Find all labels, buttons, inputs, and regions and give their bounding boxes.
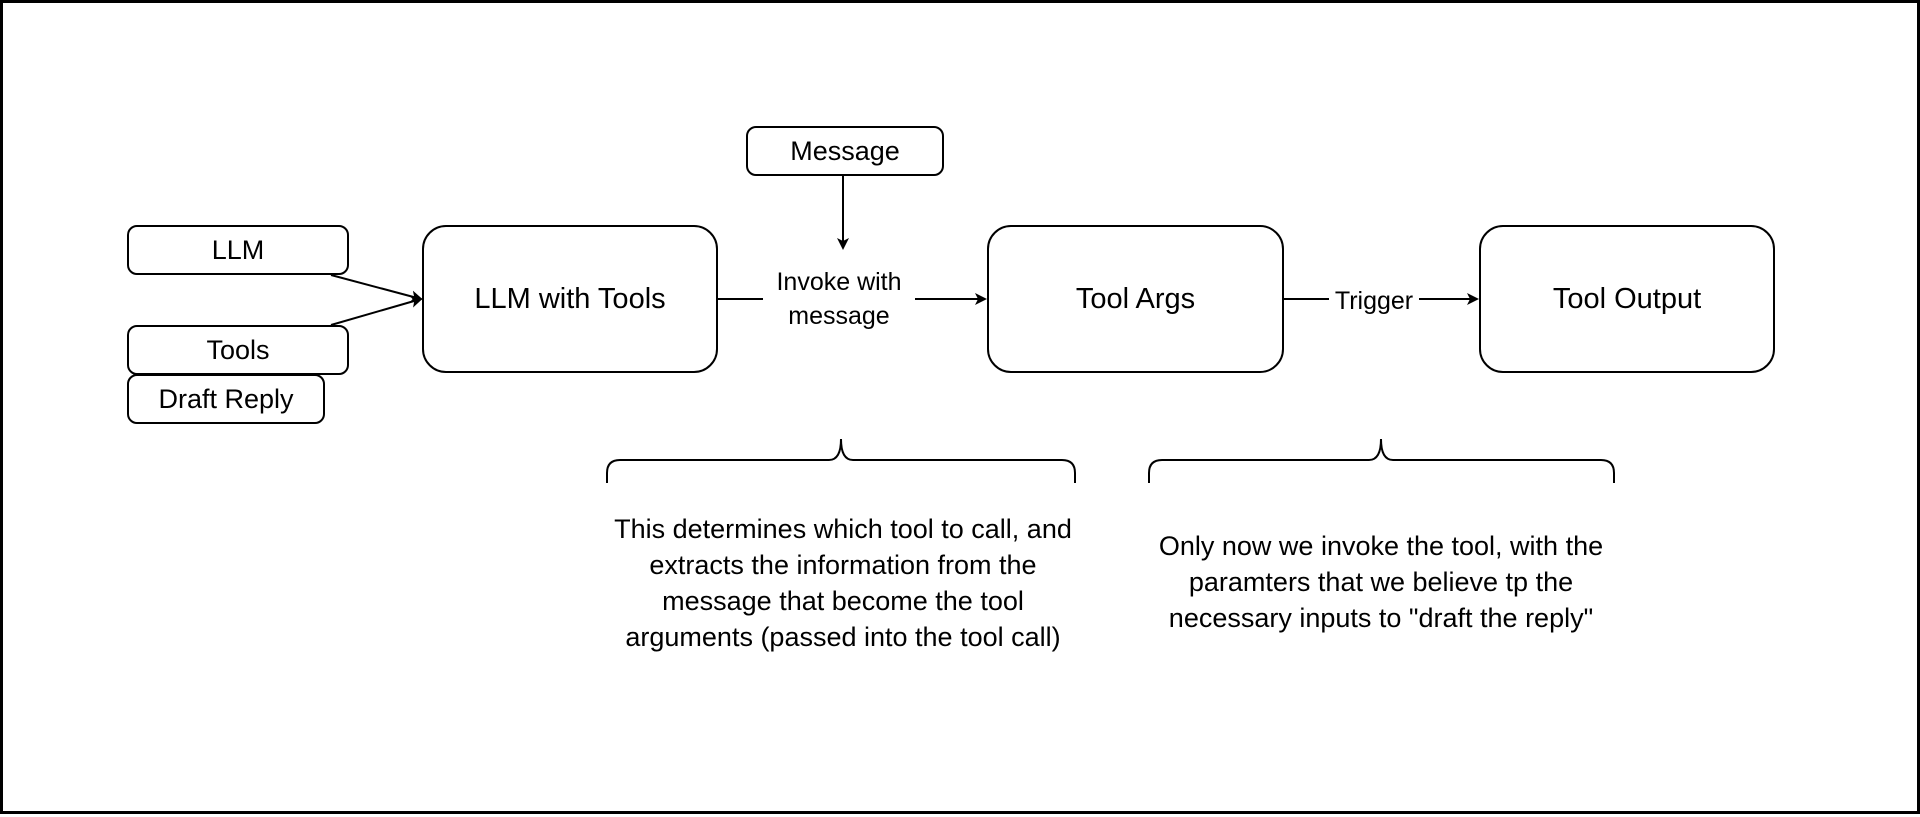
- node-tool-output[interactable]: Tool Output: [1479, 225, 1775, 373]
- node-llm[interactable]: LLM: [127, 225, 349, 275]
- edge-label-invoke-line2: message: [788, 302, 890, 330]
- note-left-line-3: message that become the tool: [662, 586, 1024, 616]
- edge-label-invoke-with-message: Invoke with message: [763, 265, 915, 333]
- node-message[interactable]: Message: [746, 126, 944, 176]
- curly-brace-right: [1148, 438, 1615, 483]
- note-left-line-2: extracts the information from the: [649, 550, 1037, 580]
- note-tool-args: Only now we invoke the tool, with the pa…: [1081, 528, 1681, 636]
- note-right-line-1: Only now we invoke the tool, with the: [1158, 531, 1604, 561]
- note-left-line-4: arguments (passed into the tool call): [625, 622, 1061, 652]
- edge-label-trigger: Trigger: [1329, 284, 1419, 318]
- curly-brace-left: [606, 438, 1076, 483]
- edge-tools-to-llm-with-tools: [330, 296, 423, 326]
- note-left-line-1: This determines which tool to call, and: [614, 514, 1072, 544]
- node-tool-args[interactable]: Tool Args: [987, 225, 1284, 373]
- node-llm-with-tools[interactable]: LLM with Tools: [422, 225, 718, 373]
- edge-label-invoke-line1: Invoke with: [776, 268, 902, 296]
- node-draft-reply[interactable]: Draft Reply: [127, 374, 325, 424]
- note-right-line-3: necessary inputs to "draft the reply": [1168, 603, 1594, 633]
- edge-llm-to-llm-with-tools: [330, 274, 423, 303]
- node-tools[interactable]: Tools: [127, 325, 349, 375]
- connectors: [330, 176, 1615, 483]
- note-llm-with-tools: This determines which tool to call, and …: [541, 511, 1145, 655]
- note-right-line-2: paramters that we believe tp the: [1188, 567, 1574, 597]
